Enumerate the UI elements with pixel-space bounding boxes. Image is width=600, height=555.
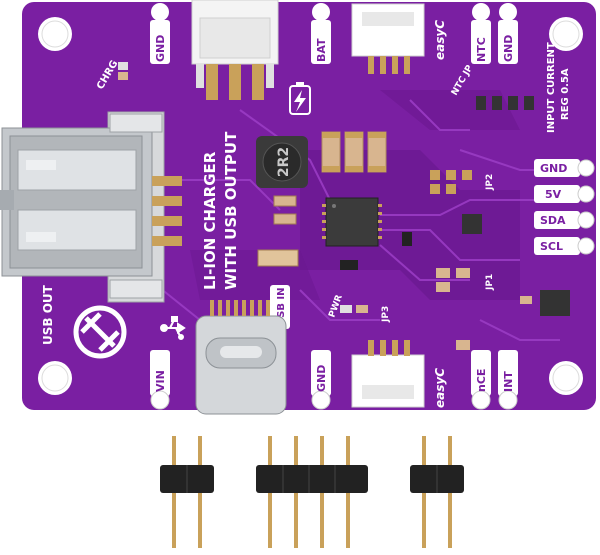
input-current-label-1: INPUT CURRENT bbox=[546, 42, 557, 133]
capacitor-bank bbox=[321, 131, 387, 173]
right-pin-label: SCL bbox=[540, 240, 563, 253]
right-pin-label: GND bbox=[540, 162, 567, 175]
right-pin-label: 5V bbox=[545, 188, 562, 201]
bottom-pin[interactable]: nCE bbox=[471, 350, 491, 410]
bottom-pin-label: INT bbox=[502, 371, 515, 392]
pcb-board bbox=[22, 2, 596, 410]
pin-header-2-left bbox=[160, 436, 214, 548]
easyc-connector-top: easyC bbox=[351, 3, 447, 74]
battery-connector bbox=[191, 0, 279, 100]
right-pin[interactable]: SDA bbox=[534, 211, 595, 229]
jp2-label: JP2 bbox=[485, 174, 495, 191]
top-pin-row: GND BAT NTC GND bbox=[150, 3, 518, 64]
bottom-pin-label: VIN bbox=[154, 370, 167, 392]
battery-bolt-icon bbox=[289, 82, 311, 115]
top-pin-label: BAT bbox=[315, 38, 328, 62]
input-current-label-2: REG 0.5A bbox=[560, 68, 571, 120]
right-pin-label: SDA bbox=[540, 214, 566, 227]
top-pin-label: GND bbox=[154, 35, 167, 62]
right-pin[interactable]: GND bbox=[534, 159, 595, 177]
right-pin[interactable]: 5V bbox=[534, 185, 595, 203]
jp3-label: JP3 bbox=[381, 306, 391, 323]
top-pin-label: GND bbox=[502, 35, 515, 62]
usb-out-label: USB OUT bbox=[41, 284, 55, 345]
usb-icon bbox=[160, 316, 186, 340]
right-pin-row: GND 5V SDA SCL bbox=[534, 159, 595, 255]
usb-a-connector bbox=[0, 111, 182, 303]
top-pin-label: NTC bbox=[475, 37, 488, 62]
board-title-line2: WITH USB OUTPUT bbox=[222, 131, 240, 290]
top-pin[interactable]: GND bbox=[150, 3, 170, 64]
inductor: 2R2 bbox=[256, 136, 308, 188]
top-pin[interactable]: GND bbox=[498, 3, 518, 64]
usb-c-connector bbox=[195, 300, 287, 415]
easyc-label-top: easyC bbox=[433, 20, 447, 60]
charger-ic bbox=[322, 197, 382, 247]
pin-header-2-right bbox=[410, 436, 464, 548]
top-pin[interactable]: BAT bbox=[311, 3, 331, 64]
board-title-line1: LI-ION CHARGER bbox=[201, 151, 219, 290]
logo-icon bbox=[73, 305, 127, 359]
mounting-hole bbox=[549, 361, 583, 395]
mounting-hole bbox=[38, 17, 72, 51]
top-pin[interactable]: NTC bbox=[471, 3, 491, 64]
right-pin[interactable]: SCL bbox=[534, 237, 595, 255]
jp1-label: JP1 bbox=[485, 274, 495, 291]
smd-components bbox=[118, 62, 570, 350]
bottom-pin-label: GND bbox=[315, 365, 328, 392]
bottom-pin-label: USB IN bbox=[276, 287, 287, 326]
bottom-pin[interactable]: INT bbox=[498, 350, 518, 410]
mounting-hole bbox=[38, 361, 72, 395]
easyc-connector-bottom: easyC bbox=[351, 340, 447, 408]
mounting-hole bbox=[549, 17, 583, 51]
bottom-pin[interactable]: VIN bbox=[150, 350, 170, 410]
easyc-label-bottom: easyC bbox=[433, 368, 447, 408]
bottom-pin-label: nCE bbox=[475, 369, 488, 392]
inductor-marking: 2R2 bbox=[276, 147, 292, 177]
pin-header-4-middle bbox=[256, 436, 368, 548]
bottom-pin[interactable]: GND bbox=[311, 350, 331, 410]
